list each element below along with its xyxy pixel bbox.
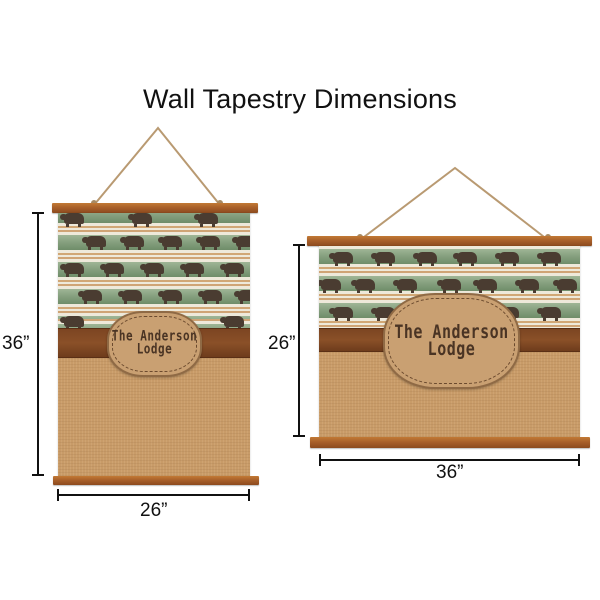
- page-title: Wall Tapestry Dimensions: [143, 84, 457, 114]
- label-line-1: The Anderson: [111, 328, 198, 345]
- label-line-1: The Anderson: [394, 320, 509, 343]
- burlap-section: [319, 352, 580, 437]
- top-dowel: [52, 203, 258, 213]
- height-dimension-line: [37, 212, 39, 476]
- hanging-rope-icon: [357, 166, 551, 241]
- height-dimension-line: [298, 244, 300, 437]
- label-line-2: Lodge: [427, 337, 476, 361]
- bear-forest-pattern: [58, 213, 250, 330]
- name-label-badge: The Anderson Lodge: [107, 311, 202, 377]
- bottom-dowel: [53, 476, 259, 485]
- width-label: 26”: [140, 500, 168, 521]
- top-dowel: [307, 236, 592, 246]
- name-label-badge: The Anderson Lodge: [383, 293, 520, 389]
- bear-forest-pattern: [319, 246, 580, 330]
- dimension-cap: [248, 489, 250, 501]
- width-label: 36”: [436, 462, 464, 483]
- fabric-panel: The Anderson Lodge: [319, 246, 580, 437]
- fabric-panel: The Anderson Lodge: [58, 213, 250, 476]
- width-dimension-line: [57, 494, 250, 496]
- burlap-section: [58, 358, 250, 476]
- bottom-dowel: [310, 437, 590, 448]
- dimension-cap: [293, 435, 305, 437]
- height-label: 36”: [2, 333, 30, 354]
- dimension-cap: [578, 454, 580, 466]
- width-dimension-line: [319, 459, 580, 461]
- label-line-2: Lodge: [136, 341, 173, 358]
- hanging-rope-icon: [91, 126, 223, 206]
- dimension-cap: [32, 474, 44, 476]
- height-label: 26”: [268, 333, 296, 354]
